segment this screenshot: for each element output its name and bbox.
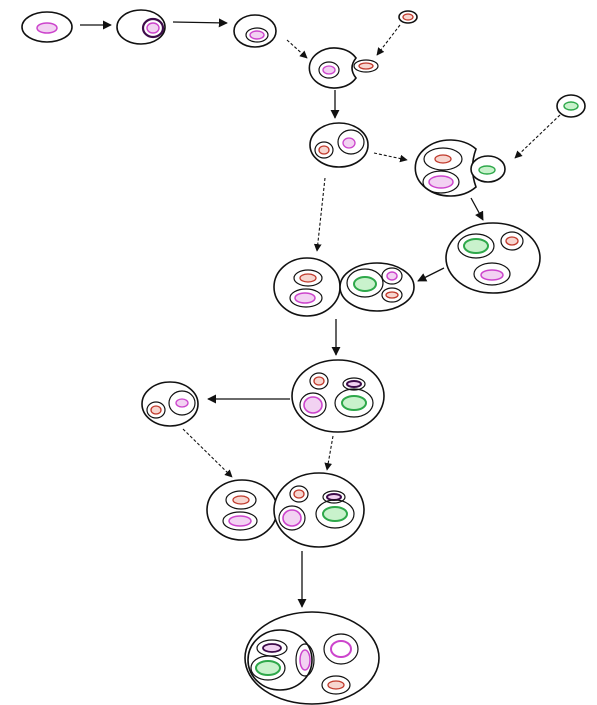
arrow-2-3 [172,18,228,28]
cell-secondary-right [445,222,541,294]
cell-left-small [141,381,199,427]
arrow-secondary-merge [417,267,445,282]
cell-engulfing-green [414,139,506,197]
arrow-green-engulf [514,114,561,159]
arrows [80,18,561,608]
arrow-3-engulf [286,39,308,59]
cell-tertiary [291,359,385,433]
green-symbiont-free [556,94,586,118]
cell-fusing-lower [206,472,365,548]
cell-host-magenta-red [309,122,369,168]
cell-engulfing-red [308,47,379,89]
cell-1-free-host [21,11,73,43]
cell-3-host [233,14,277,48]
cell-merging-pair [273,257,415,317]
arrow-left-fuse [182,428,233,478]
cell-final-complex [244,611,380,705]
arrow-host-green-engulf [373,152,408,163]
red-symbiont-free [398,10,418,24]
arrow-engulf-secondary [470,197,484,221]
cell-2-host-with-purple [116,9,166,45]
arrow-tertiary-fuse [324,435,334,471]
arrow-host-merge [313,177,326,252]
arrow-red-engulf [376,24,401,56]
